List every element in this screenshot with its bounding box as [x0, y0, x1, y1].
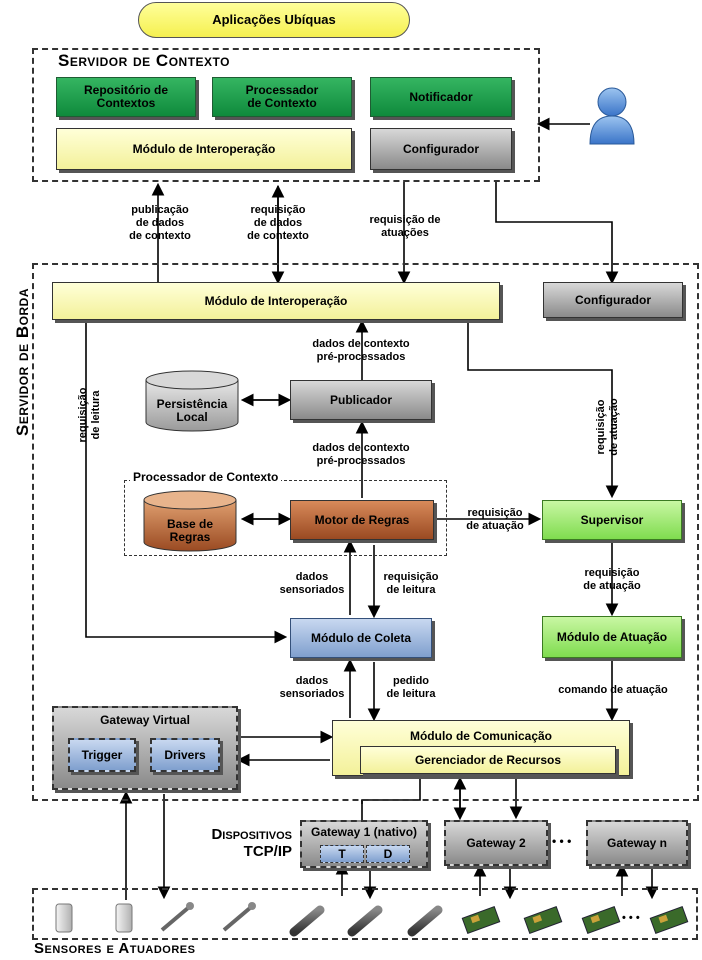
- gateway-1-drivers-label: D: [383, 847, 393, 861]
- local-persistence-db: [145, 370, 239, 432]
- pir-sensor-icon: [115, 903, 133, 933]
- actuation-request-right-label: requisição de atuação: [595, 398, 620, 456]
- trigger-label: Trigger: [81, 748, 123, 762]
- resource-manager-label: Gerenciador de Recursos: [414, 753, 562, 767]
- rules-base-db: [143, 490, 237, 552]
- server-interop-label: Módulo de Interoperação: [132, 142, 276, 156]
- devices-title-line2: TCP/IP: [243, 843, 292, 860]
- virtual-gateway-label: Gateway Virtual: [100, 713, 190, 727]
- sensor-devices-row: [55, 902, 689, 937]
- server-interop-module: Módulo de Interoperação: [56, 128, 352, 170]
- context-processor-label: Processador de Contexto: [245, 83, 319, 110]
- gateway-1-trigger-label: T: [338, 847, 346, 861]
- read-request-mid-label: requisição de leitura: [383, 571, 439, 596]
- local-persistence-label: Persistência Local: [156, 397, 228, 424]
- circuit-board-icon: [523, 906, 563, 934]
- read-order-label: pedido de leitura: [386, 675, 436, 700]
- actuator-icon: [289, 905, 325, 937]
- preprocessed-label-2: dados de contexto pré-processados: [312, 442, 410, 467]
- context-processor-container: [124, 480, 447, 556]
- communication-module-label: Módulo de Comunicação: [409, 729, 552, 743]
- publish-label: publicação de dados de contexto: [129, 204, 191, 242]
- sensors-container: [32, 888, 698, 940]
- circuit-board-icon: [649, 906, 689, 934]
- gateway-n-label: Gateway n: [606, 836, 668, 850]
- preprocessed-label-1: dados de contexto pré-processados: [312, 338, 410, 363]
- edge-interop-module: Módulo de Interoperação: [52, 282, 500, 320]
- sensors-title: Sensores e Atuadores: [34, 940, 196, 957]
- pir-sensor-icon: [55, 903, 73, 933]
- sensed-data-label-1: dados sensoriados: [279, 571, 345, 596]
- user-icon: [589, 87, 635, 145]
- actuation-module-box: Módulo de Atuação: [542, 616, 682, 658]
- server-configurator: Configurador: [370, 128, 512, 170]
- rules-base-label: Base de Regras: [166, 517, 214, 544]
- edge-server-container: [32, 263, 699, 801]
- actuator-icon: [407, 905, 443, 937]
- gateway-1-label: Gateway 1 (nativo): [310, 825, 418, 839]
- context-processor-box: Processador de Contexto: [212, 77, 352, 117]
- context-processor-title: Processador de Contexto: [130, 471, 282, 484]
- edge-configurator: Configurador: [543, 282, 683, 318]
- probe-sensor-icon: [222, 902, 256, 932]
- supervisor-label: Supervisor: [580, 513, 644, 527]
- actuator-icon: [347, 905, 383, 937]
- drivers-label: Drivers: [164, 748, 206, 762]
- edge-server-title: Servidor de Borda: [13, 287, 32, 437]
- ubiquitous-apps-label: Aplicações Ubíquas: [212, 12, 336, 27]
- request-context-label: requisição de dados de contexto: [247, 204, 309, 242]
- gateway-n-box: Gateway n: [586, 820, 688, 866]
- edge-interop-label: Módulo de Interoperação: [204, 294, 348, 308]
- publisher-label: Publicador: [329, 393, 392, 407]
- probe-sensor-icon: [160, 902, 194, 932]
- notifier-box: Notificador: [370, 77, 512, 117]
- gateway-2-label: Gateway 2: [466, 836, 526, 850]
- resource-manager-box: Gerenciador de Recursos: [360, 746, 616, 774]
- gateway-2-box: Gateway 2: [444, 820, 548, 866]
- context-server-title: Servidor de Contexto: [58, 51, 230, 70]
- actuation-module-label: Módulo de Atuação: [556, 630, 668, 644]
- gateway-1-drivers: D: [366, 845, 410, 863]
- context-repository-label: Repositório de Contextos: [83, 83, 168, 110]
- read-request-left-label: requisição de leitura: [77, 387, 102, 443]
- request-actuation-label: requisição de atuações: [369, 214, 441, 239]
- rule-engine-box: Motor de Regras: [290, 500, 434, 540]
- actuation-command-label: comando de atuação: [558, 684, 668, 696]
- circuit-board-icon: [461, 906, 501, 934]
- notifier-label: Notificador: [409, 90, 473, 104]
- collection-module-box: Módulo de Coleta: [290, 618, 432, 658]
- trigger-box: Trigger: [68, 738, 136, 772]
- publisher-box: Publicador: [290, 380, 432, 420]
- context-server-container: [32, 48, 540, 182]
- edge-configurator-label: Configurador: [575, 293, 651, 307]
- gateway-ellipsis: • • •: [552, 834, 572, 848]
- ubiquitous-apps-box: Aplicações Ubíquas: [138, 2, 410, 38]
- collection-module-label: Módulo de Coleta: [311, 631, 411, 645]
- sensors-ellipsis: • • •: [622, 912, 640, 924]
- circuit-board-icon: [581, 906, 621, 934]
- actuation-request-mid-label: requisição de atuação: [466, 507, 524, 532]
- context-repository-box: Repositório de Contextos: [56, 77, 196, 117]
- devices-title-line1: Dispositivos: [211, 826, 292, 843]
- server-configurator-label: Configurador: [403, 142, 479, 156]
- actuation-request-low-label: requisição de atuação: [583, 567, 641, 592]
- rule-engine-label: Motor de Regras: [314, 513, 410, 527]
- devices-title: Dispositivos TCP/IP: [186, 826, 292, 860]
- drivers-box: Drivers: [150, 738, 220, 772]
- gateway-1-trigger: T: [320, 845, 364, 863]
- supervisor-box: Supervisor: [542, 500, 682, 540]
- sensed-data-label-2: dados sensoriados: [279, 675, 345, 700]
